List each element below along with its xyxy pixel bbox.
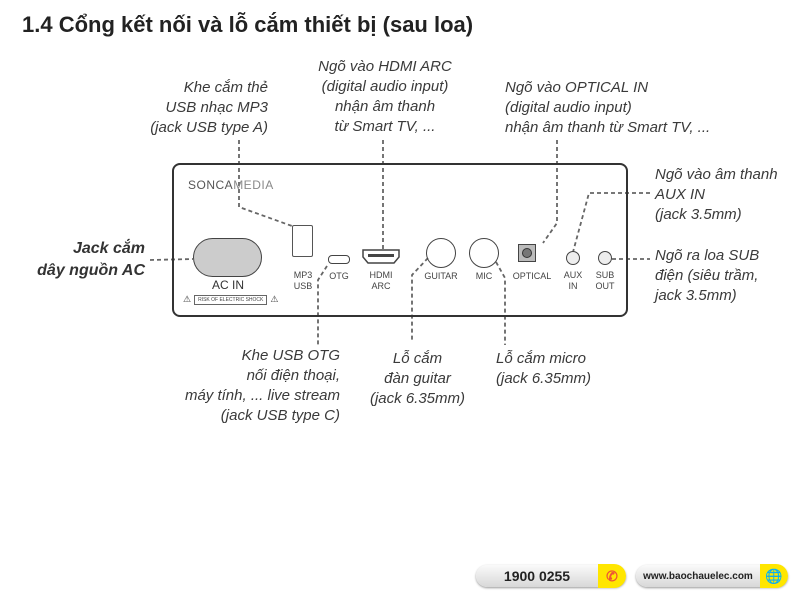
phone-icon: ✆ bbox=[598, 564, 626, 588]
hdmi-callout: Ngõ vào HDMI ARC (digital audio input) n… bbox=[300, 57, 470, 137]
mic-callout: Lỗ cắm micro (jack 6.35mm) bbox=[496, 349, 591, 389]
brand-logo: SONCAMEDIA bbox=[188, 178, 274, 192]
ac-power-socket bbox=[193, 238, 262, 277]
callout-line: nhận âm thanh bbox=[334, 98, 436, 115]
aux-callout: Ngõ vào âm thanh AUX IN (jack 3.5mm) bbox=[655, 165, 778, 225]
optical-port bbox=[518, 244, 536, 262]
callout-line: jack 3.5mm) bbox=[655, 287, 737, 304]
callout-line: USB nhạc MP3 bbox=[165, 99, 268, 116]
callout-line: đàn guitar bbox=[384, 370, 451, 387]
mic-line bbox=[495, 261, 506, 345]
sub-out-jack bbox=[598, 251, 612, 265]
ac-line bbox=[149, 258, 194, 261]
callout-line: điện (siêu trầm, bbox=[655, 267, 759, 284]
port-label-line: IN bbox=[568, 281, 578, 291]
port-label-line: HDMI bbox=[369, 270, 393, 280]
callout-line: Lỗ cắm micro bbox=[496, 350, 587, 367]
callout-line: Ngõ vào âm thanh bbox=[655, 166, 778, 183]
aux-in-jack bbox=[566, 251, 580, 265]
callout-line: Jack cắm bbox=[72, 240, 145, 257]
port-label-line: MP3 bbox=[293, 270, 313, 280]
rear-panel bbox=[172, 163, 628, 317]
optical-callout: Ngõ vào OPTICAL IN (digital audio input)… bbox=[505, 78, 710, 138]
hotline-pill: 1900 0255 ✆ bbox=[476, 564, 626, 588]
callout-line: máy tính, ... live stream bbox=[184, 387, 340, 404]
port-label-line: ARC bbox=[371, 281, 391, 291]
port-label-line: AUX bbox=[563, 270, 583, 280]
callout-line: (jack USB type C) bbox=[220, 407, 340, 424]
warning-icon: ⚠ bbox=[270, 294, 279, 304]
callout-line: Khe USB OTG bbox=[241, 347, 340, 364]
callout-line: (digital audio input) bbox=[321, 78, 449, 95]
mic-jack bbox=[469, 238, 499, 268]
hdmi-port bbox=[362, 249, 400, 264]
warning-icon: ⚠ bbox=[183, 294, 192, 304]
logo-text: MEDIA bbox=[233, 178, 274, 192]
mic-port-label: MIC bbox=[475, 271, 493, 281]
guitar-jack bbox=[426, 238, 456, 268]
callout-line: (jack 6.35mm) bbox=[496, 370, 592, 387]
usb-line bbox=[238, 140, 293, 227]
port-label-line: OUT bbox=[595, 281, 615, 291]
usb-c-port bbox=[328, 255, 350, 264]
usb-callout: Khe cắm thẻ USB nhạc MP3 (jack USB type … bbox=[150, 78, 268, 138]
callout-line: dây nguồn AC bbox=[37, 262, 145, 279]
callout-line: nhận âm thanh từ Smart TV, ... bbox=[505, 119, 711, 136]
callout-line: từ Smart TV, ... bbox=[334, 118, 436, 135]
section-title: 1.4 Cổng kết nối và lỗ cắm thiết bị (sau… bbox=[22, 12, 474, 37]
callout-line: Ngõ vào OPTICAL IN bbox=[505, 79, 649, 96]
guitar-port-label: GUITAR bbox=[424, 271, 458, 281]
callout-line: (digital audio input) bbox=[505, 99, 632, 116]
website-pill: www.baochauelec.com 🌐 bbox=[636, 564, 788, 588]
callout-line: Khe cắm thẻ bbox=[183, 79, 268, 96]
optical-port-label: OPTICAL bbox=[512, 271, 552, 281]
warning-label: RISK OF ELECTRIC SHOCK bbox=[194, 294, 268, 305]
otg-line bbox=[317, 265, 328, 345]
website-link[interactable]: www.baochauelec.com bbox=[643, 570, 753, 582]
globe-icon: 🌐 bbox=[760, 564, 788, 588]
callout-line: (jack 6.35mm) bbox=[369, 390, 466, 407]
guitar-line bbox=[411, 257, 429, 340]
otg-port-label: OTG bbox=[329, 271, 349, 281]
callout-line: (jack 3.5mm) bbox=[655, 206, 742, 223]
aux-line bbox=[572, 192, 650, 253]
callout-line: AUX IN bbox=[655, 186, 706, 203]
ac-in-label: AC IN bbox=[211, 278, 244, 292]
sub-callout: Ngõ ra loa SUB điện (siêu trầm, jack 3.5… bbox=[655, 246, 759, 306]
port-label-line: USB bbox=[293, 281, 313, 291]
optical-line bbox=[542, 140, 558, 244]
callout-line: (jack USB type A) bbox=[150, 119, 268, 136]
ac-callout: Jack cắm dây nguồn AC bbox=[37, 238, 145, 282]
port-label-line: SUB bbox=[595, 270, 615, 280]
callout-line: Lỗ cắm bbox=[392, 350, 443, 367]
usb-a-port bbox=[292, 225, 313, 257]
warning-row: ⚠ RISK OF ELECTRIC SHOCK ⚠ bbox=[183, 294, 278, 305]
hotline-number: 1900 0255 bbox=[503, 568, 571, 584]
callout-line: Ngõ vào HDMI ARC bbox=[318, 58, 452, 75]
otg-callout: Khe USB OTG nối điện thoại, máy tính, ..… bbox=[185, 346, 340, 426]
guitar-callout: Lỗ cắm đàn guitar (jack 6.35mm) bbox=[350, 349, 485, 409]
logo-text: SONCA bbox=[188, 178, 234, 192]
callout-line: nối điện thoại, bbox=[246, 367, 340, 384]
callout-line: Ngõ ra loa SUB bbox=[655, 247, 760, 264]
